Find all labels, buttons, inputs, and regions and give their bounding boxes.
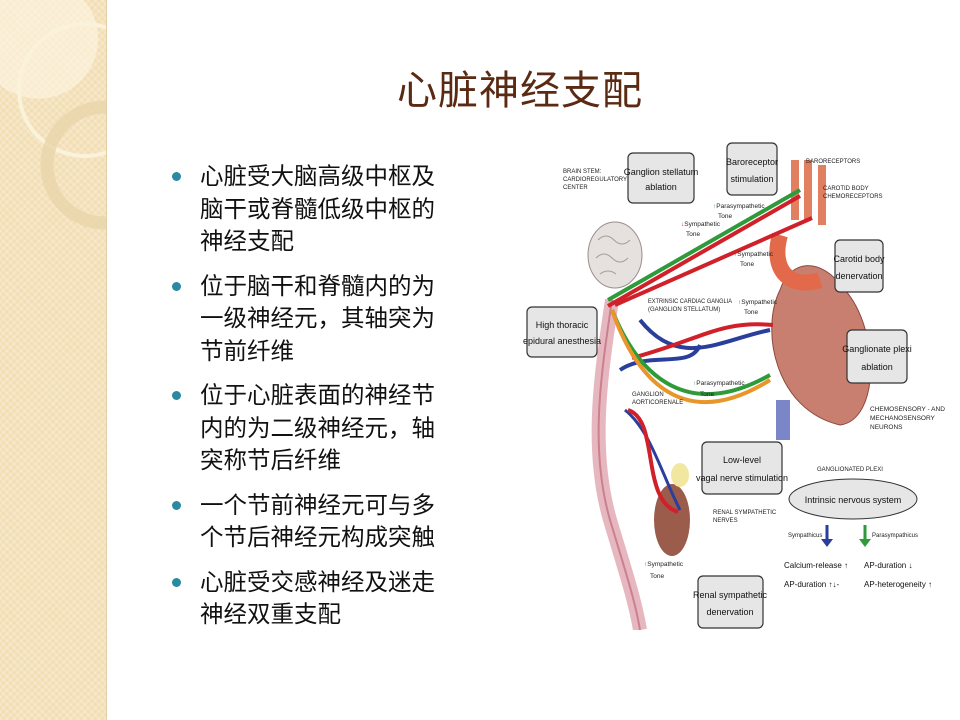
bullet-line: 一个节前神经元可与多 <box>200 490 435 519</box>
brain-illustration <box>587 221 643 289</box>
high-thoracic-box: High thoracic epidural anesthesia <box>523 306 601 358</box>
svg-text:(GANGLION STELLATUM): (GANGLION STELLATUM) <box>648 307 720 313</box>
effect-arrows <box>821 525 871 547</box>
decorative-side-band <box>0 0 107 720</box>
svg-text:CARDIOREGULATORY: CARDIOREGULATORY <box>563 177 627 183</box>
svg-text:CAROTID BODY: CAROTID BODY <box>823 186 869 192</box>
svg-text:NEURONS: NEURONS <box>870 424 903 431</box>
svg-text:↑Sympathetic: ↑Sympathetic <box>644 561 684 568</box>
svg-text:Sympathicus: Sympathicus <box>788 533 822 539</box>
svg-text:MECHANOSENSORY: MECHANOSENSORY <box>870 415 936 422</box>
bullet-line: 个节后神经元构成突触 <box>200 523 435 551</box>
bullet-dot-icon <box>172 172 181 181</box>
svg-text:GANGLION: GANGLION <box>632 392 664 398</box>
svg-text:High thoracic: High thoracic <box>536 320 589 330</box>
svg-text:Tone: Tone <box>740 261 754 268</box>
bullet-line: 节前纤维 <box>200 336 294 365</box>
svg-text:↓Sympathetic: ↓Sympathetic <box>681 221 721 228</box>
svg-text:EXTRINSIC CARDIAC GANGLIA: EXTRINSIC CARDIAC GANGLIA <box>648 299 732 305</box>
bullet-line: 心脏受交感神经及迷走 <box>200 567 435 596</box>
nerve-pathways <box>607 188 813 514</box>
svg-text:↑Sympathetic: ↑Sympathetic <box>738 299 778 306</box>
svg-text:NERVES: NERVES <box>713 518 738 524</box>
svg-text:AP-heterogeneity ↑: AP-heterogeneity ↑ <box>864 580 932 589</box>
bullet-line: 一级神经元，其轴突为 <box>200 304 435 332</box>
cardiac-innervation-diagram: Ganglion stellatum ablation Baroreceptor… <box>523 142 945 630</box>
baroreceptor-stimulation-box: Baroreceptor stimulation <box>726 142 778 196</box>
svg-text:stimulation: stimulation <box>730 174 773 184</box>
svg-text:Tone: Tone <box>700 391 714 398</box>
svg-text:AP-duration ↑↓-: AP-duration ↑↓- <box>784 580 839 589</box>
renal-denervation-box: Renal sympathetic denervation <box>693 575 768 629</box>
bullet-line: 位于心脏表面的神经节 <box>200 381 435 409</box>
svg-text:vagal nerve stimulation: vagal nerve stimulation <box>696 473 788 483</box>
bullet-dot-icon <box>172 391 181 400</box>
svg-text:Tone: Tone <box>744 309 758 316</box>
svg-text:AP-duration ↓: AP-duration ↓ <box>864 561 912 570</box>
spinal-cord-illustration <box>591 298 647 630</box>
svg-text:Intrinsic nervous system: Intrinsic nervous system <box>805 495 902 505</box>
svg-text:↑Parasympathetic: ↑Parasympathetic <box>693 380 745 387</box>
bullet-line: 脑干或脊髓低级中枢的 <box>200 194 435 223</box>
svg-text:ablation: ablation <box>861 362 893 372</box>
ganglionate-plexi-ablation-box: Ganglionate plexi ablation <box>842 329 912 384</box>
bullet-item: 一个节前神经元可与多个节后神经元构成突触 <box>170 489 530 554</box>
ganglion-stellatum-ablation-box: Ganglion stellatum ablation <box>624 152 699 204</box>
bullet-item: 位于脑干和脊髓内的为一级神经元，其轴突为节前纤维 <box>170 270 530 368</box>
svg-text:Baroreceptor: Baroreceptor <box>726 157 778 167</box>
svg-text:BRAIN STEM:: BRAIN STEM: <box>563 169 602 175</box>
decorative-circles <box>0 0 106 230</box>
carotid-body-denervation-box: Carotid body denervation <box>833 239 885 293</box>
svg-text:BARORECEPTORS: BARORECEPTORS <box>806 159 860 165</box>
bullet-line: 突称节后纤维 <box>200 446 341 474</box>
svg-text:Ganglion stellatum: Ganglion stellatum <box>624 167 699 177</box>
svg-text:epidural anesthesia: epidural anesthesia <box>523 336 601 346</box>
bullet-line: 内的为二级神经元，轴 <box>200 413 435 442</box>
svg-text:Tone: Tone <box>718 213 732 220</box>
bullet-item: 位于心脏表面的神经节内的为二级神经元，轴突称节后纤维 <box>170 379 530 477</box>
svg-text:Tone: Tone <box>650 573 664 580</box>
svg-text:↑Sympathetic: ↑Sympathetic <box>734 251 774 258</box>
svg-text:CHEMORECEPTORS: CHEMORECEPTORS <box>823 194 883 200</box>
svg-text:denervation: denervation <box>835 271 882 281</box>
svg-text:CHEMOSENSORY - AND: CHEMOSENSORY - AND <box>870 406 945 413</box>
bullet-line: 神经双重支配 <box>200 600 341 628</box>
svg-text:GANGLIONATED PLEXI: GANGLIONATED PLEXI <box>817 467 883 473</box>
svg-text:ablation: ablation <box>645 182 677 192</box>
tone-labels: ↓Sympathetic Tone ↑Parasympathetic Tone … <box>644 203 778 580</box>
svg-text:denervation: denervation <box>706 607 753 617</box>
svg-text:↑Parasympathetic: ↑Parasympathetic <box>713 203 765 210</box>
bullet-dot-icon <box>172 577 181 587</box>
bullet-dot-icon <box>172 281 181 291</box>
bullet-dot-icon <box>172 500 181 510</box>
svg-text:Parasympathicus: Parasympathicus <box>872 533 918 539</box>
bullet-line: 位于脑干和脊髓内的为 <box>200 271 435 300</box>
svg-text:Ganglionate plexi: Ganglionate plexi <box>842 344 912 354</box>
svg-text:RENAL SYMPATHETIC: RENAL SYMPATHETIC <box>713 510 777 516</box>
svg-text:Carotid body: Carotid body <box>833 254 885 264</box>
low-level-vagal-box: Low-level vagal nerve stimulation <box>696 441 788 495</box>
small-labels: BRAIN STEM: CARDIOREGULATORY CENTER BARO… <box>563 159 945 539</box>
svg-text:Low-level: Low-level <box>723 455 761 465</box>
heart-illustration <box>769 160 872 440</box>
bullet-list: 心脏受大脑高级中枢及脑干或脊髓低级中枢的神经支配 位于脑干和脊髓内的为一级神经元… <box>170 160 530 643</box>
svg-text:Renal sympathetic: Renal sympathetic <box>693 590 768 600</box>
bullet-line: 心脏受大脑高级中枢及 <box>200 162 435 190</box>
slide-title: 心脏神经支配 <box>397 68 643 114</box>
svg-text:AORTICORENALE: AORTICORENALE <box>632 400 683 406</box>
bullet-line: 神经支配 <box>200 227 294 255</box>
effects-text: Calcium-release ↑ AP-duration ↓ AP-durat… <box>784 561 932 589</box>
svg-text:CENTER: CENTER <box>563 185 588 191</box>
svg-text:Calcium-release ↑: Calcium-release ↑ <box>784 561 848 570</box>
bullet-item: 心脏受大脑高级中枢及脑干或脊髓低级中枢的神经支配 <box>170 160 530 258</box>
intrinsic-nervous-system: Intrinsic nervous system <box>788 478 918 520</box>
svg-text:Tone: Tone <box>686 231 700 238</box>
bullet-item: 心脏受交感神经及迷走神经双重支配 <box>170 566 530 631</box>
